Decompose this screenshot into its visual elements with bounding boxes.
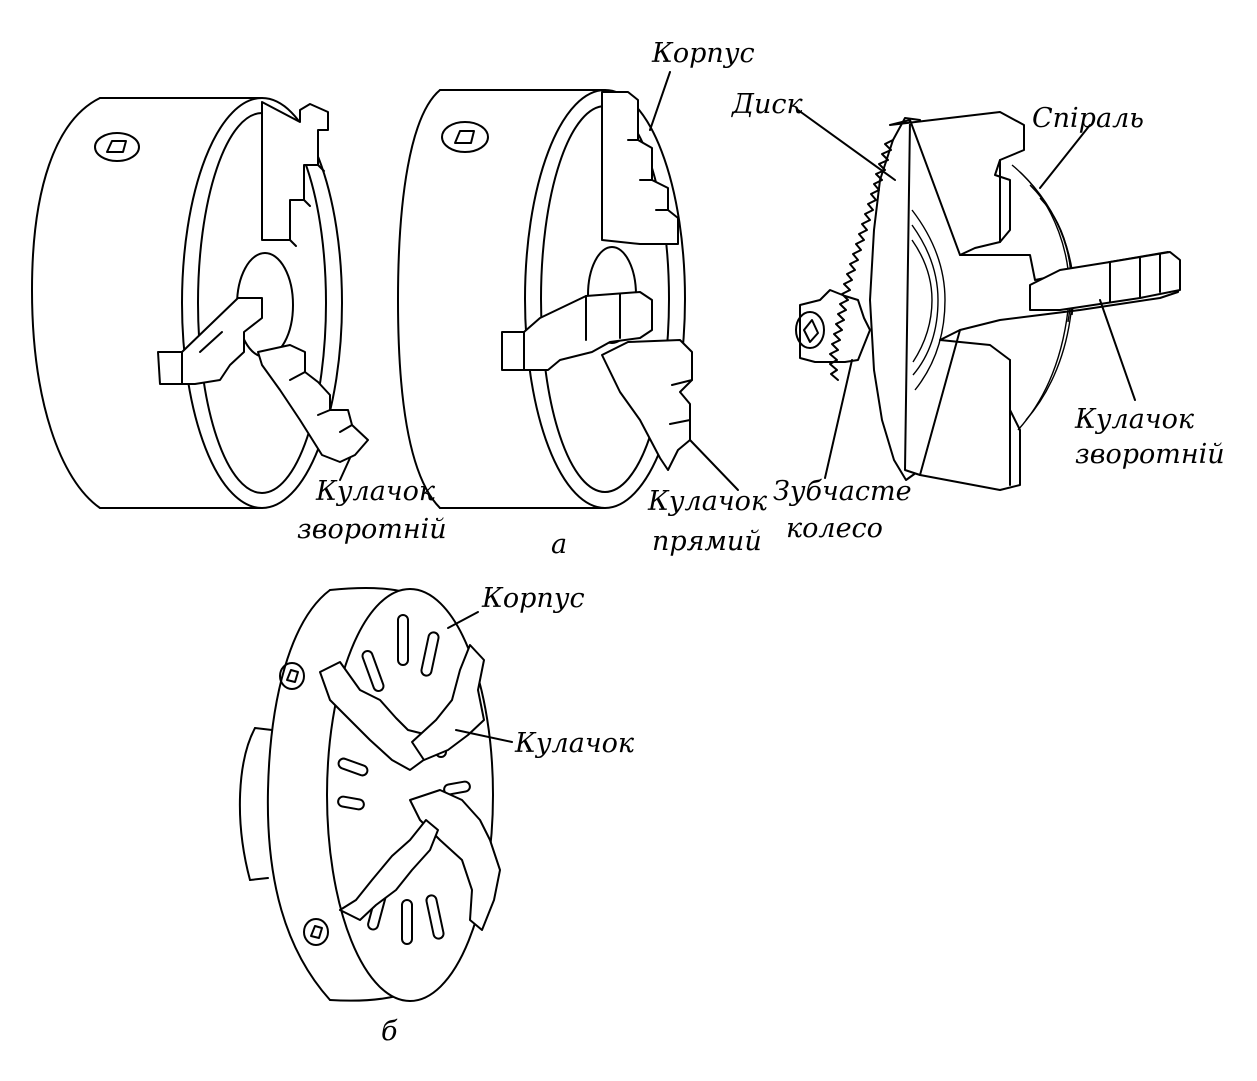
chuck-reverse-jaws xyxy=(31,97,369,509)
label-spiral: Спіраль xyxy=(1032,103,1144,134)
square-socket-icon xyxy=(803,319,819,343)
label-zubchaste-1: Зубчасте xyxy=(773,476,912,507)
jaw-top-2 xyxy=(601,91,679,245)
jaw-b-lower-left xyxy=(339,819,439,921)
jaw-right-exploded xyxy=(1029,251,1181,311)
label-kulachok-pryamyi-1: Кулачок xyxy=(647,486,768,517)
label-kulachok-zvorotnii-1: Кулачок xyxy=(315,476,436,507)
label-korpus-b: Корпус xyxy=(481,583,585,614)
pinion-gear xyxy=(795,289,871,363)
chuck-direct-jaws xyxy=(397,89,693,509)
label-kulachok-zvorotnii-2: зворотній xyxy=(297,514,447,545)
label-kulachok-pryamyi-2: прямий xyxy=(652,526,762,557)
jaw-bottom-2 xyxy=(601,339,693,471)
label-zubchaste-2: колесо xyxy=(786,513,883,544)
jaw-top xyxy=(261,101,329,241)
label-kulachok-b: Кулачок xyxy=(514,728,635,759)
chuck-exploded xyxy=(795,111,1181,491)
key-socket-icon xyxy=(94,132,140,162)
label-kulachok-zvorotnii-a-2: зворотній xyxy=(1075,439,1225,470)
caption-a: а xyxy=(551,529,567,560)
label-kulachok-zvorotnii-a-1: Кулачок xyxy=(1074,404,1195,435)
leader-lines xyxy=(339,71,1136,743)
label-korpus-a: Корпус xyxy=(651,38,755,69)
chuck-b xyxy=(238,587,501,1002)
key-socket-icon-2 xyxy=(441,121,489,153)
caption-b: б xyxy=(381,1016,398,1047)
jaw-left xyxy=(157,297,263,385)
key-socket-icon-b1 xyxy=(279,662,305,690)
jaw-left-2 xyxy=(501,291,653,371)
label-disk: Диск xyxy=(731,89,803,120)
key-socket-icon-b2 xyxy=(303,918,329,946)
